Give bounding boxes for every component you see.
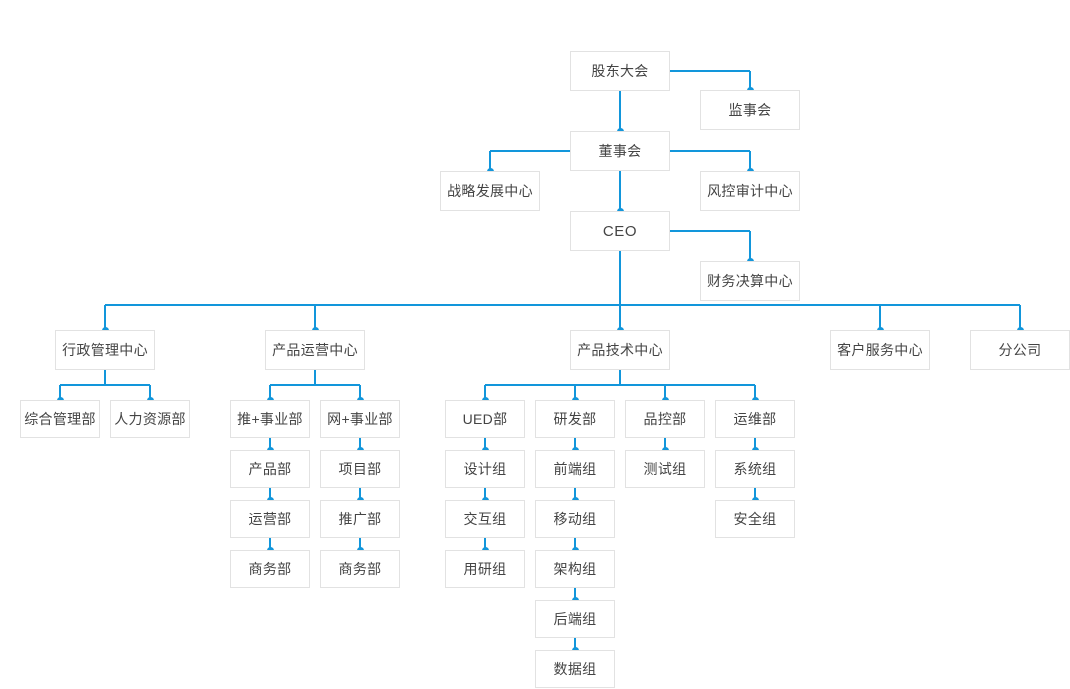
org-node-n17[interactable]: 运营部 [230, 500, 310, 538]
org-node-n15[interactable]: 推+事业部 [230, 400, 310, 438]
org-node-n33[interactable]: 品控部 [625, 400, 705, 438]
org-node-n26[interactable]: 用研组 [445, 550, 525, 588]
org-node-n36[interactable]: 系统组 [715, 450, 795, 488]
org-node-n22[interactable]: 商务部 [320, 550, 400, 588]
org-node-n35[interactable]: 运维部 [715, 400, 795, 438]
org-node-n30[interactable]: 架构组 [535, 550, 615, 588]
org-node-n31[interactable]: 后端组 [535, 600, 615, 638]
org-node-n13[interactable]: 综合管理部 [20, 400, 100, 438]
org-node-n18[interactable]: 商务部 [230, 550, 310, 588]
org-node-n24[interactable]: 设计组 [445, 450, 525, 488]
org-node-n10[interactable]: 产品技术中心 [570, 330, 670, 370]
org-node-n6[interactable]: CEO [570, 211, 670, 251]
org-node-n9[interactable]: 产品运营中心 [265, 330, 365, 370]
org-node-n2[interactable]: 监事会 [700, 90, 800, 130]
org-node-n20[interactable]: 项目部 [320, 450, 400, 488]
org-node-n4[interactable]: 战略发展中心 [440, 171, 540, 211]
org-node-n19[interactable]: 网+事业部 [320, 400, 400, 438]
org-node-n29[interactable]: 移动组 [535, 500, 615, 538]
org-node-n1[interactable]: 股东大会 [570, 51, 670, 91]
org-node-n37[interactable]: 安全组 [715, 500, 795, 538]
org-node-n8[interactable]: 行政管理中心 [55, 330, 155, 370]
org-node-n7[interactable]: 财务决算中心 [700, 261, 800, 301]
org-node-n23[interactable]: UED部 [445, 400, 525, 438]
org-node-n11[interactable]: 客户服务中心 [830, 330, 930, 370]
org-node-n16[interactable]: 产品部 [230, 450, 310, 488]
org-node-n32[interactable]: 数据组 [535, 650, 615, 688]
org-node-n28[interactable]: 前端组 [535, 450, 615, 488]
org-node-n3[interactable]: 董事会 [570, 131, 670, 171]
org-node-n25[interactable]: 交互组 [445, 500, 525, 538]
org-node-n21[interactable]: 推广部 [320, 500, 400, 538]
org-node-n12[interactable]: 分公司 [970, 330, 1070, 370]
org-node-n5[interactable]: 风控审计中心 [700, 171, 800, 211]
org-node-n14[interactable]: 人力资源部 [110, 400, 190, 438]
org-node-n27[interactable]: 研发部 [535, 400, 615, 438]
org-node-n34[interactable]: 测试组 [625, 450, 705, 488]
